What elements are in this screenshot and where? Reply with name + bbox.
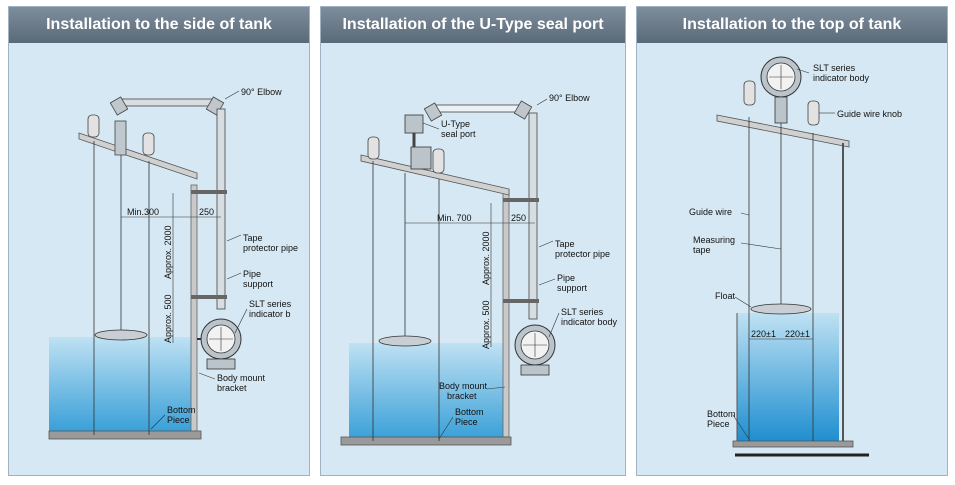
tape-pipe-label-2: protector pipe <box>243 243 298 253</box>
panel-side-of-tank: Installation to the side of tank <box>8 6 310 476</box>
top-install-diagram: SLT series indicator body Guide wire kno… <box>689 56 902 457</box>
guide-wire-knob <box>432 148 445 174</box>
bottom-label-1: Bottom <box>707 409 736 419</box>
guide-wire-knob <box>87 114 100 138</box>
guide-knob-label: Guide wire knob <box>837 109 902 119</box>
panel-title: Installation to the top of tank <box>637 7 947 43</box>
tank-base <box>340 436 512 446</box>
tank-roof <box>78 132 198 180</box>
bracket-label-1: Body mount <box>439 381 488 391</box>
approx-500: Approx. 500 <box>163 294 173 343</box>
dimension-right: 220±1 <box>785 329 810 339</box>
pipe-support <box>503 299 539 303</box>
guide-wire-knob <box>367 136 380 160</box>
bracket-label-2: bracket <box>447 391 477 401</box>
tape-pipe-label-1: Tape <box>555 239 575 249</box>
float <box>94 329 148 341</box>
float <box>750 303 812 315</box>
tank-water <box>349 343 507 439</box>
slt-label-2: indicator body <box>561 317 618 327</box>
pipe-support <box>191 295 227 299</box>
guide-wire-label: Guide wire <box>689 207 732 217</box>
slt-label-1: SLT series <box>813 63 856 73</box>
slt-label-1: SLT series <box>249 299 292 309</box>
panel-u-type-seal-port: Installation of the U-Type seal port <box>320 6 626 476</box>
u-type-seal-port <box>404 114 424 134</box>
pipe-support-label-2: support <box>557 283 588 293</box>
min-dimension: Min.300 <box>127 207 159 217</box>
pipe-support <box>503 198 539 202</box>
panel-title: Installation of the U-Type seal port <box>321 7 625 43</box>
pipe-support-label-1: Pipe <box>243 269 261 279</box>
tape-protector-pipe <box>118 98 216 107</box>
bottom-label-2: Piece <box>707 419 730 429</box>
bottom-label-1: Bottom <box>167 405 196 415</box>
tank-wall <box>502 190 510 438</box>
bottom-label-2: Piece <box>455 417 478 427</box>
tank-water <box>737 313 839 441</box>
tank-roof <box>360 154 510 196</box>
bottom-label-2: Piece <box>167 415 190 425</box>
tank-base <box>48 430 202 440</box>
u-type-label-1: U-Type <box>441 119 470 129</box>
approx-2000: Approx. 2000 <box>481 231 491 285</box>
bracket-label-2: bracket <box>217 383 247 393</box>
pipe-support-label-1: Pipe <box>557 273 575 283</box>
float <box>378 335 432 347</box>
elbow-label: 90° Elbow <box>549 93 590 103</box>
u-type-label-2: seal port <box>441 129 476 139</box>
pipe-support-label-2: support <box>243 279 274 289</box>
tape-protector-pipe <box>216 108 226 310</box>
elbow-label: 90° Elbow <box>241 87 282 97</box>
side-install-diagram: 90° Elbow Tape protector pipe Pipe suppo… <box>48 87 298 440</box>
dimension-left: 220±1 <box>751 329 776 339</box>
min-dimension: Min. 700 <box>437 213 472 223</box>
panel-title: Installation to the side of tank <box>9 7 309 43</box>
slt-label-2: indicator b <box>249 309 291 319</box>
bottom-label-1: Bottom <box>455 407 484 417</box>
dimension-250: 250 <box>199 207 214 217</box>
tape-pipe-label-2: protector pipe <box>555 249 610 259</box>
bracket-label-1: Body mount <box>217 373 266 383</box>
measuring-label-1: Measuring <box>693 235 735 245</box>
slt-label-2: indicator body <box>813 73 870 83</box>
guide-wire-knob <box>743 80 756 106</box>
measuring-label-2: tape <box>693 245 711 255</box>
dimension-250: 250 <box>511 213 526 223</box>
guide-wire-knob <box>142 132 155 156</box>
approx-2000: Approx. 2000 <box>163 225 173 279</box>
panel-top-of-tank: Installation to the top of tank <box>636 6 948 476</box>
tape-protector-pipe <box>528 112 538 320</box>
float-label: Float <box>715 291 736 301</box>
tape-pipe-label-1: Tape <box>243 233 263 243</box>
approx-500: Approx. 500 <box>481 300 491 349</box>
tank-base <box>732 440 854 448</box>
tank-roof <box>716 114 850 148</box>
guide-wire-knob <box>807 100 820 126</box>
tape-protector-pipe <box>434 104 522 113</box>
pipe-support <box>191 190 227 194</box>
tank-water <box>49 337 197 431</box>
slt-label-1: SLT series <box>561 307 604 317</box>
tank-wall <box>190 184 198 434</box>
u-type-install-diagram: 90° Elbow U-Type seal port Tape protecto… <box>340 93 618 446</box>
